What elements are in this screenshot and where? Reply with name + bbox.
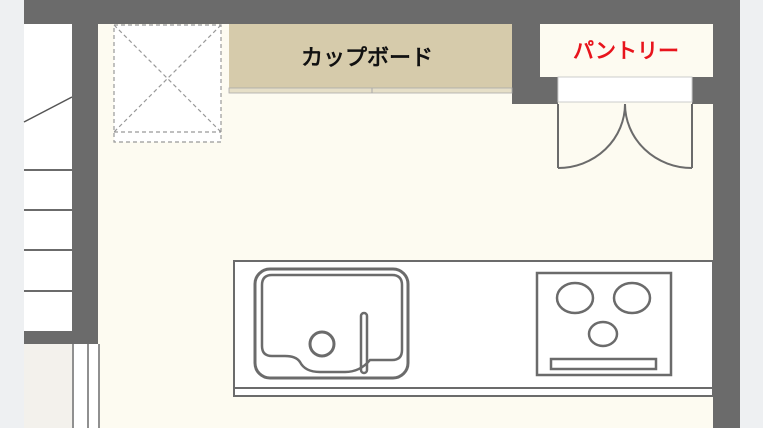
adjacent-room <box>24 344 72 428</box>
burner-icon <box>587 320 619 348</box>
door-jamb <box>72 344 100 428</box>
grill-icon <box>549 357 658 371</box>
drain-icon <box>308 330 336 358</box>
sink <box>253 267 410 380</box>
cupboard-label: カップボード <box>300 46 434 71</box>
faucet-icon <box>359 311 369 375</box>
cupboard <box>228 24 513 94</box>
stove <box>535 271 673 377</box>
ceiling-opening <box>113 24 222 143</box>
walls <box>24 0 740 428</box>
staircase <box>23 24 73 332</box>
burner-icon <box>612 281 652 315</box>
pantry <box>540 24 713 77</box>
pantry-double-door[interactable] <box>557 76 693 169</box>
pantry-label: パントリー <box>572 39 680 63</box>
burner-icon <box>555 281 595 315</box>
